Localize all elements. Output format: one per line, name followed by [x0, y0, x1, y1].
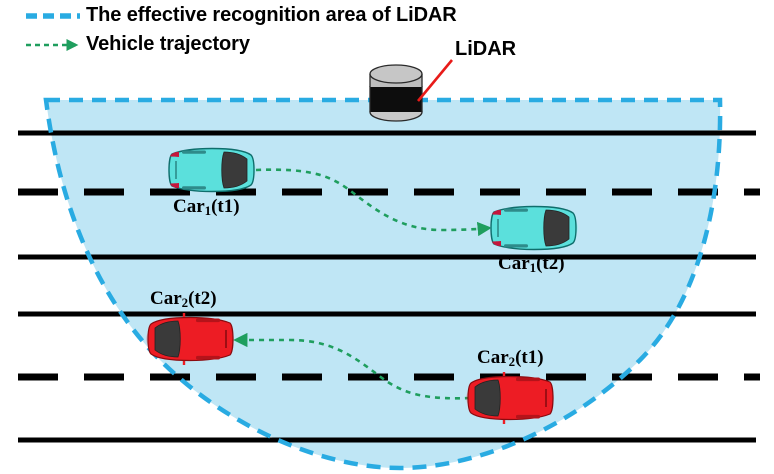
legend-label-effective-area: The effective recognition area of LiDAR	[86, 4, 457, 26]
vehicle-label-car1-t2: Car1(t2)	[498, 253, 565, 276]
car-label-base: Car	[498, 253, 530, 274]
trajectory-car1-path	[255, 168, 492, 237]
trajectory-car1	[255, 168, 492, 237]
car-icon-cyan-right	[490, 205, 578, 251]
lidar-body	[370, 86, 422, 112]
trajectory-car2-path	[233, 332, 471, 400]
detection-area	[46, 100, 721, 468]
car-label-base: Car	[150, 288, 182, 309]
vehicle-label-car2-t2: Car2(t2)	[150, 288, 217, 311]
car-label-subscript: 2	[181, 294, 189, 310]
vehicle-car2-t2[interactable]	[146, 313, 234, 365]
trajectory-car2	[233, 332, 471, 400]
car-label-subscript: 1	[529, 259, 537, 275]
car-label-time: (t2)	[188, 288, 217, 309]
vehicle-label-car1-t1: Car1(t1)	[173, 196, 240, 219]
lidar-cap	[369, 64, 423, 84]
car-icon-red-left	[146, 313, 234, 365]
lidar-device[interactable]	[369, 64, 423, 122]
car-label-time: (t1)	[211, 196, 240, 217]
car-label-time: (t1)	[515, 347, 544, 368]
detection-area-boundary	[43, 97, 723, 471]
car-label-base: Car	[173, 196, 205, 217]
vehicle-car1-t1[interactable]	[168, 147, 256, 193]
vehicle-car2-t1[interactable]	[466, 372, 554, 424]
car-icon-red-left	[466, 372, 554, 424]
vehicle-car1-t2[interactable]	[490, 205, 578, 251]
car-label-subscript: 1	[204, 202, 212, 218]
lidar-pointer-line	[416, 59, 454, 102]
car-label-base: Car	[477, 347, 509, 368]
lidar-annotation-label: LiDAR	[455, 38, 517, 60]
car-label-time: (t2)	[536, 253, 565, 274]
car-label-subscript: 2	[508, 353, 516, 369]
car-icon-cyan-right	[168, 147, 256, 193]
legend-label-vehicle-trajectory: Vehicle trajectory	[86, 33, 250, 55]
detection-area-fill	[46, 100, 721, 468]
road-lane-lines	[18, 130, 760, 443]
vehicle-label-car2-t1: Car2(t1)	[477, 347, 544, 370]
